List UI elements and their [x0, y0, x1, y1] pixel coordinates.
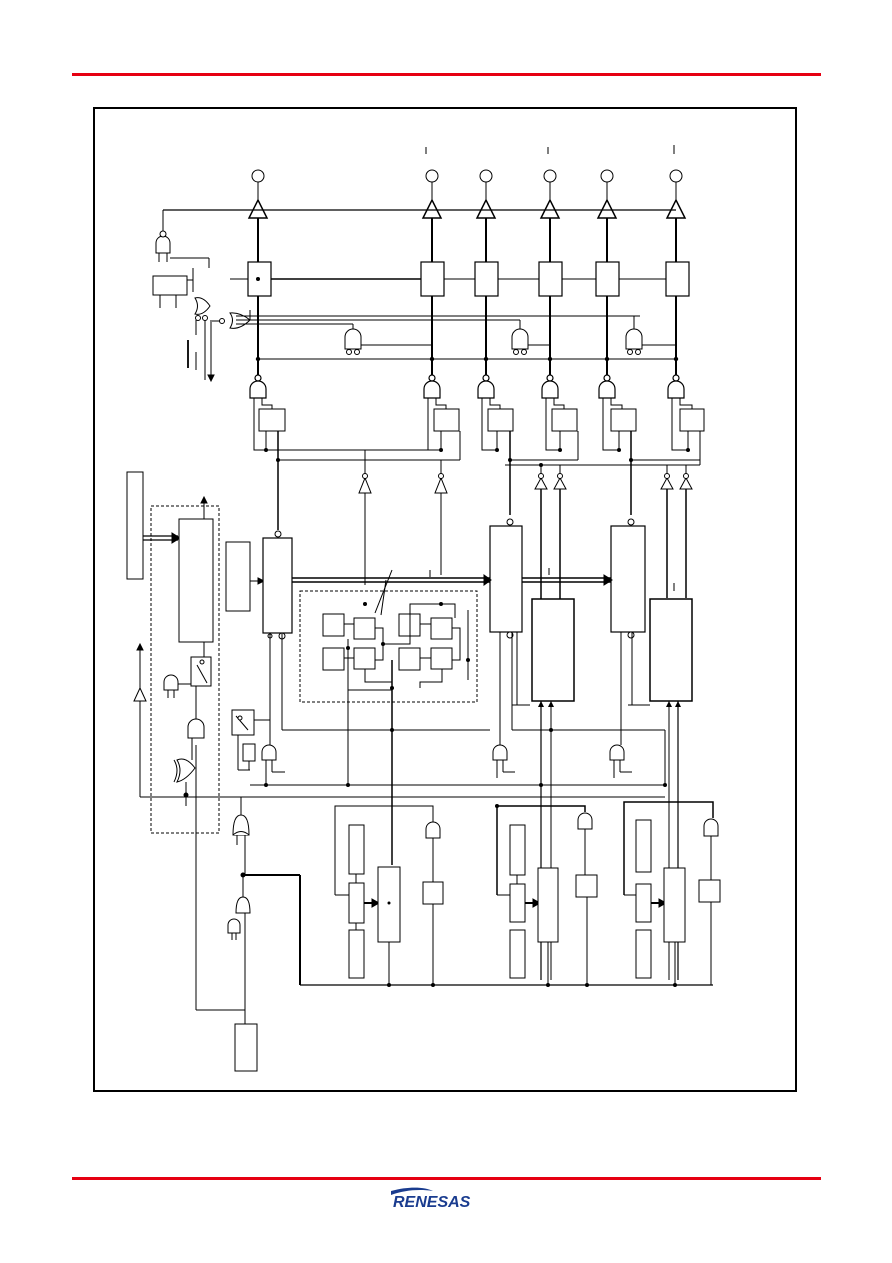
output-pins	[251, 145, 683, 200]
header-rule	[72, 73, 821, 76]
control-dashed-block	[150, 505, 220, 834]
footer-rule	[72, 1177, 821, 1180]
renesas-logo: RENESAS	[391, 1187, 471, 1211]
output-buffers	[247, 198, 687, 219]
top-left-control	[152, 230, 640, 383]
data-bus-bar	[126, 471, 144, 580]
nand-row	[249, 374, 685, 399]
control-latches	[258, 408, 705, 432]
registers	[262, 525, 693, 702]
timer-sections	[196, 797, 721, 1072]
column-lines	[257, 218, 677, 262]
diagram-frame	[93, 107, 797, 1092]
mid-gates	[344, 316, 676, 355]
flipflop-group	[299, 590, 478, 703]
logo-wordmark: RENESAS	[393, 1194, 471, 1211]
inverters	[358, 473, 693, 494]
